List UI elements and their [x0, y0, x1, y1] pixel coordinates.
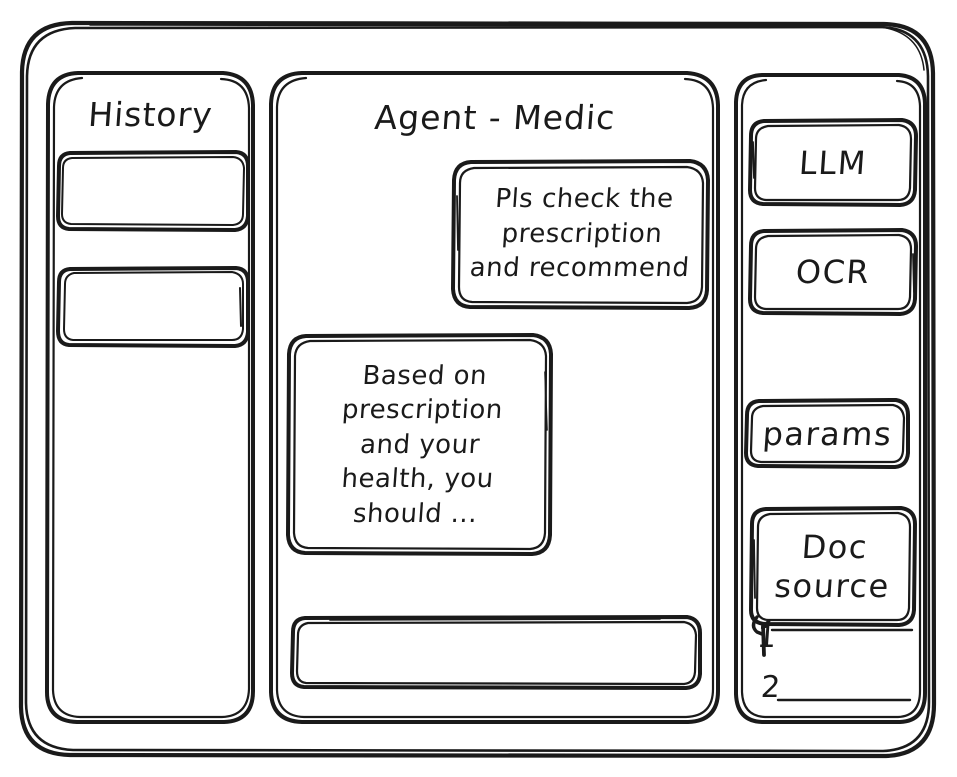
doc-source-marker-1[interactable]: 1 [755, 619, 778, 655]
main-panel-title: Agent - Medic [373, 97, 617, 137]
tool-chip-doc-source[interactable]: Doc source [773, 527, 892, 605]
history-item-1[interactable] [55, 152, 252, 231]
assistant-message-bubble: Based on prescription and your health, y… [340, 360, 504, 529]
message-input[interactable] [289, 617, 703, 689]
history-panel-title: History [86, 94, 215, 134]
history-item-2[interactable] [55, 268, 252, 347]
tool-chip-ocr[interactable]: OCR [794, 253, 872, 292]
tool-chip-params[interactable]: params [761, 414, 894, 453]
tool-chip-llm[interactable]: LLM [797, 143, 869, 182]
user-message-bubble: Pls check the prescription and recommend [468, 184, 691, 284]
doc-source-marker-2[interactable]: 2 [759, 669, 782, 705]
